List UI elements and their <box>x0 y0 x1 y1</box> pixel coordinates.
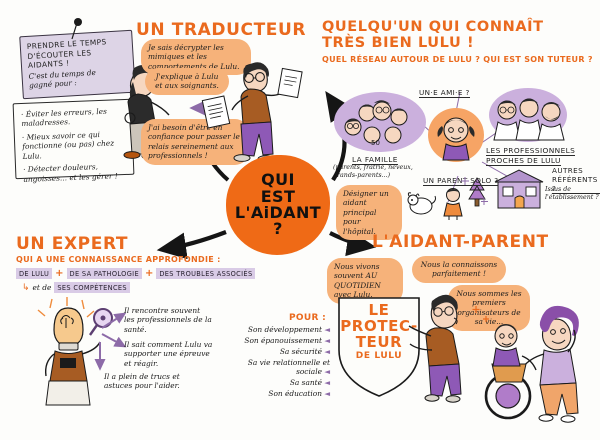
list-item: Son développement ◄ <box>247 325 330 334</box>
expert-title: UN EXPERT <box>16 234 129 254</box>
arrow-hub-to-parent <box>329 229 377 257</box>
list-item: Son épanouissement ◄ <box>244 335 330 345</box>
node-friend-label: UN·E AMi·E ? <box>419 88 470 98</box>
shield-line-4: DE LULU <box>355 351 403 362</box>
expert-note-1: Il rencontre souvent les professionnels … <box>124 306 212 334</box>
shield-shape <box>338 297 420 397</box>
expert-chip-extra: SES COMPÉTENCES <box>54 282 130 293</box>
node-referents-detail: Issus de l'établissement ? <box>545 186 599 202</box>
expert-chip-3: DES TROUBLES ASSOCIÉS <box>156 268 256 279</box>
expert-chip-extra-prefix: et de <box>32 282 52 292</box>
parent-bubble-1: Nous vivons souvent AU QUOTIDIEN avec Lu… <box>327 258 403 304</box>
family-faces: 50 <box>344 100 408 147</box>
shield-line-1: LE <box>368 301 390 319</box>
parent-title: L'AiDANT-PARENT <box>372 232 549 252</box>
plus-icon: + <box>144 267 154 279</box>
list-item: Sa vie relationnelle et sociale ◄ <box>247 357 330 377</box>
node-referents-label: AUTRES RÉFÉRENTS ? <box>552 166 600 194</box>
shield-line-3: TEUR <box>355 332 403 351</box>
shield-line-2: PROTEC- <box>340 316 418 335</box>
translator-bubble-3: J'ai besoin d'être en confiance pour pas… <box>141 119 249 165</box>
expert-lightbulb-figure <box>37 297 101 406</box>
document-icon <box>201 95 231 129</box>
translator-bubble-2: J'explique à Lulu et aux soignants. <box>145 68 229 95</box>
node-family-detail: (parents, fratrie, neveux, grands-parent… <box>333 164 413 180</box>
node-professionals-label: LES PROFESSIONNELS <box>486 146 576 156</box>
parent-bubble-3: Nous sommes les premiers organisateurs d… <box>448 285 530 331</box>
mother-and-wheelchair-figure <box>484 305 579 423</box>
node-family-label: LA FAMILLE <box>352 155 398 165</box>
arrow-hub-to-expert <box>156 230 227 260</box>
confetti-icon <box>472 306 489 322</box>
credit-label: © ELOÏSE REY <box>0 359 1 404</box>
network-title-line-2: TRÈS BiEN LULU ! <box>322 35 475 51</box>
pushpin-icon <box>71 18 82 40</box>
expert-note-arrows <box>94 312 127 371</box>
expert-note-2: Il sait comment Lulu va supporter une ép… <box>124 340 213 368</box>
hub-line-4: ? <box>273 219 283 239</box>
list-item: Sa santé ◄ <box>289 378 330 388</box>
network-title-line-1: QUELQU'UN QUI CONNAÎT <box>322 19 544 35</box>
expert-chip-2: DE SA PATHOLOGIE <box>66 268 142 279</box>
hub-line-3: L'AiDANT <box>234 203 322 222</box>
tree-icon <box>468 177 486 207</box>
arrow-icon: ↳ <box>22 282 30 293</box>
pour-label: POUR : <box>289 313 327 323</box>
hub-line-2: EST <box>260 186 296 206</box>
expert-subtitle: QUi A UNE CONNAiSSANCE APPROFONDiE : <box>16 255 221 264</box>
document-icon <box>277 67 303 99</box>
expert-chip-1: DE LULU <box>16 268 53 279</box>
father-figure <box>408 294 462 403</box>
translator-title: UN TRADUCTEUR <box>136 20 307 40</box>
magnifier-icon <box>89 308 113 336</box>
sparkle-icon <box>461 177 488 205</box>
svg-text:50: 50 <box>371 139 380 147</box>
solo-parent-figure <box>443 188 463 220</box>
dog-icon <box>407 192 436 215</box>
center-hub: QUI EST L'AiDANT ? <box>226 155 330 255</box>
node-professionals-detail: PROCHES DE LULU <box>486 156 561 166</box>
house-icon <box>494 169 544 209</box>
network-bubble: Désigner un aidant principal pour l'hôpi… <box>336 185 402 241</box>
network-subtitle: QUEL RÉSEAU AUTOUR DE LULU ? QUI EST SON… <box>322 55 593 64</box>
expert-chip-extra-row: ↳ et de SES COMPÉTENCES <box>22 282 130 293</box>
plus-icon: + <box>55 267 64 279</box>
expert-chip-row: DE LULU + DE SA PATHOLOGIE + DES TROUBLE… <box>16 267 256 279</box>
pour-list: Son développement ◄ Son épanouissement ◄… <box>222 325 330 399</box>
expert-note-3: Il a plein de trucs et astuces pour l'ai… <box>104 372 180 391</box>
shield-text: LE PROTEC- TEUR DE LULU <box>336 301 422 362</box>
list-item: Sa sécurité ◄ <box>279 346 330 356</box>
hub-line-1: QUI <box>261 170 295 190</box>
list-item: Son éducation ◄ <box>268 389 330 399</box>
node-solo-parent-label: UN PARENT SOLO ? <box>423 176 499 186</box>
parent-bubble-2: Nous la connaissons parfaitement ! <box>412 256 506 283</box>
lulu-figure <box>437 117 475 161</box>
professionals-faces <box>493 98 565 141</box>
